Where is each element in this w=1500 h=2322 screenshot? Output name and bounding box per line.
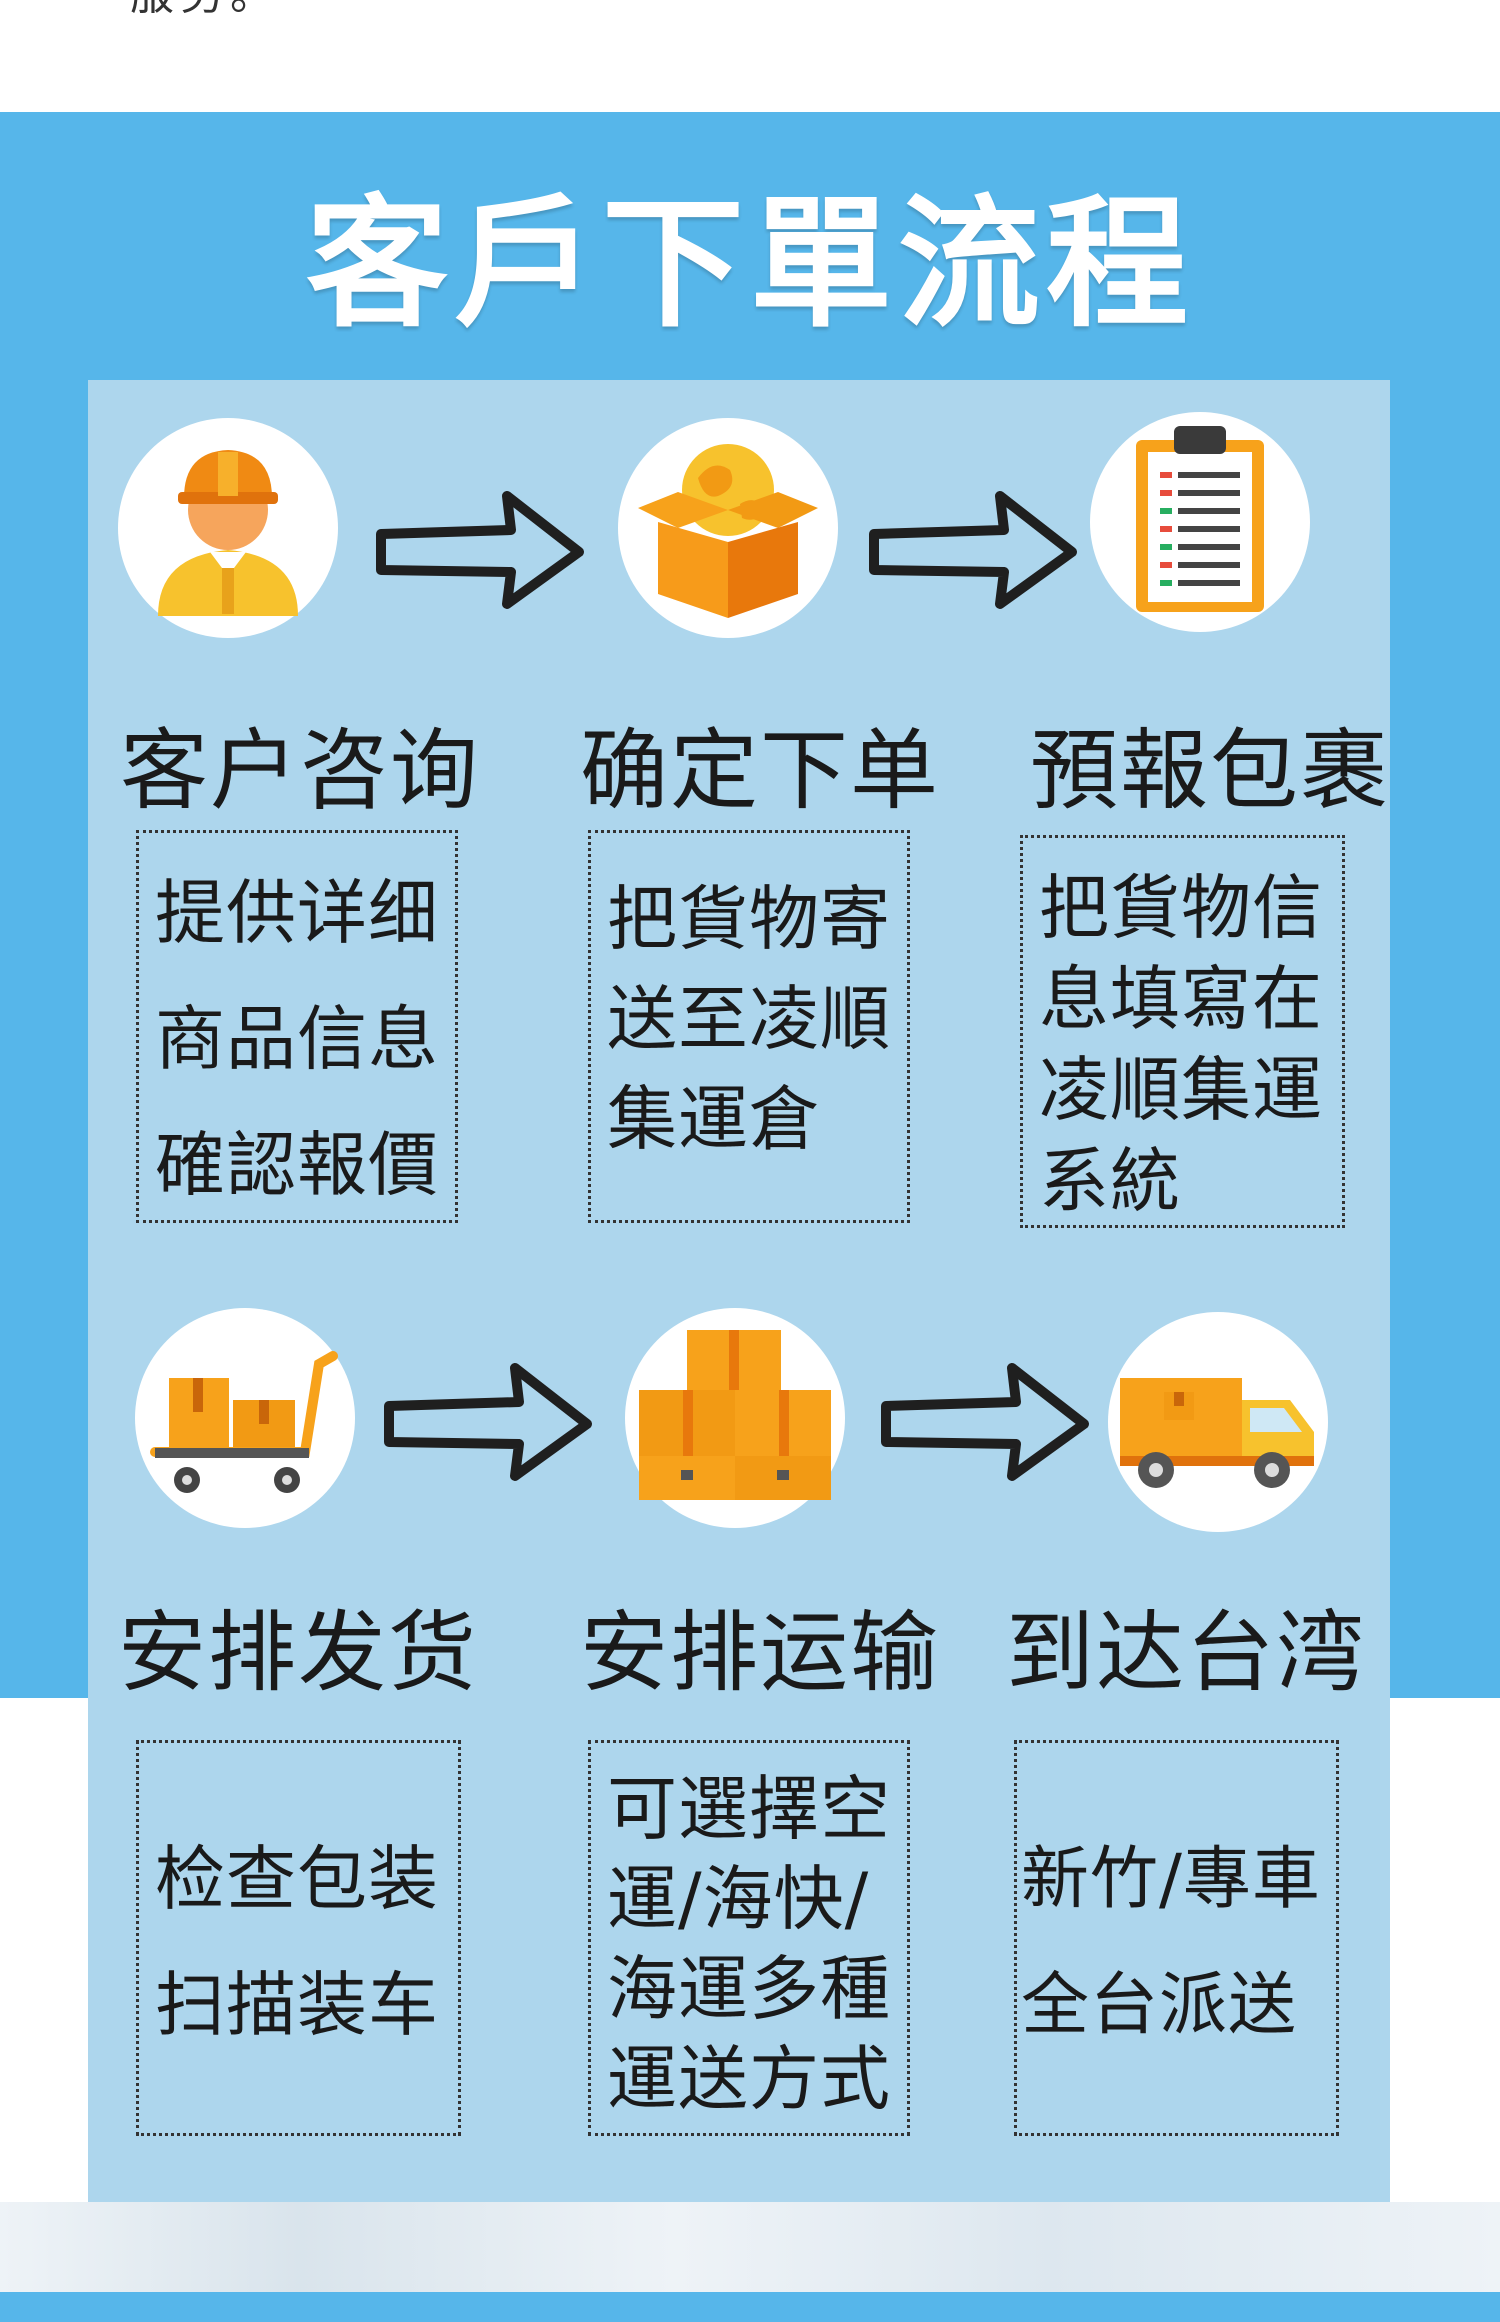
step-title: 客户咨询 [120,719,481,822]
boxes-icon [625,1308,845,1528]
description-line: 把貨物寄 [607,878,891,960]
bottom-strip [0,2202,1500,2292]
step-title: 到达台湾 [1006,1601,1367,1704]
arrow-right-icon [375,486,585,616]
step-description: 可選擇空 運/海快/ 海運多種 運送方式 [588,1740,910,2136]
worker-avatar-icon [118,418,338,638]
step-title: 确定下单 [580,719,941,822]
description-line: 運/海快/ [607,1858,870,1940]
description-line: 全台派送 [1021,1966,1298,2045]
description-line: 運送方式 [607,2038,891,2120]
step-title: 預報包裹 [1030,719,1391,822]
step-description: 把貨物寄 送至凌順 集運倉 [588,830,910,1223]
cart-icon [135,1308,355,1528]
step-title: 安排运输 [580,1601,941,1704]
step-description: 提供详细 商品信息 確認報價 [136,830,458,1223]
description-line: 把貨物信 [1039,867,1323,949]
description-line: 送至凌順 [607,978,891,1060]
description-line: 系統 [1039,1140,1181,1222]
clipboard-icon [1090,412,1310,632]
description-line: 集運倉 [607,1078,820,1160]
step-description: 把貨物信 息填寫在 凌順集運 系統 [1020,835,1345,1228]
description-line: 检查包装 [155,1838,439,1920]
globe-box-icon [618,418,838,638]
step-title: 安排发货 [118,1601,479,1704]
arrow-right-icon [880,1358,1090,1488]
description-line: 海運多種 [607,1948,891,2030]
process-panel [88,380,1390,2202]
truck-icon [1108,1312,1328,1532]
top-text: 服务。 [130,0,280,22]
description-line: 凌順集運 [1039,1049,1323,1131]
step-description: 新竹/專車 全台派送 [1014,1740,1339,2136]
bottom-bar [0,2292,1500,2322]
step-description: 检查包装 扫描装车 [136,1740,461,2136]
description-line: 確認報價 [155,1124,439,1206]
description-line: 提供详细 [155,872,439,954]
description-line: 新竹/專車 [1021,1840,1321,1919]
arrow-right-icon [868,486,1078,616]
description-line: 扫描装车 [155,1964,439,2046]
description-line: 息填寫在 [1039,958,1323,1040]
description-line: 可選擇空 [607,1768,891,1850]
description-line: 商品信息 [155,998,439,1080]
page-title: 客戶下單流程 [306,182,1194,347]
arrow-right-icon [383,1358,593,1488]
